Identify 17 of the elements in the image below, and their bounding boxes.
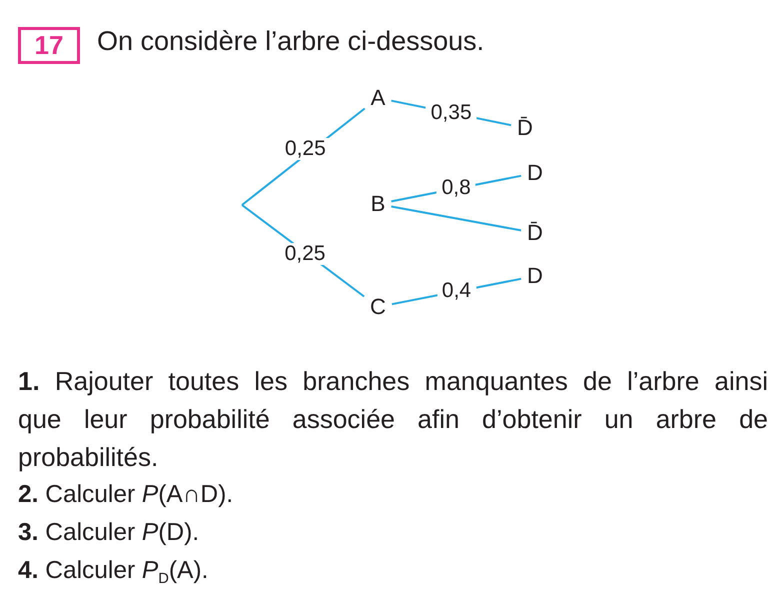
exercise-number-box: 17: [18, 27, 80, 64]
tree-node-label: D: [521, 261, 549, 291]
tree-node-label: D̄: [521, 218, 549, 248]
tree-node-label: B: [364, 189, 392, 219]
tree-node-label: A: [364, 83, 392, 113]
probability-label: 0,35: [426, 102, 477, 124]
question-text: 4. Calculer P$_{D}$(A).: [18, 556, 210, 590]
tree-node-label: D̄: [511, 113, 539, 143]
tree-node-label: D: [521, 158, 549, 188]
question-text: 1. Rajouter toutes les branches manquantes de l’arbre ainsi que leur probabilité associée afin d’obtenir un arbre de probabilités.: [18, 365, 768, 474]
probability-label: 0,8: [436, 176, 476, 199]
tree-node-label: C: [364, 292, 392, 322]
question-text: 2. Calculer P(A∩D).: [18, 480, 234, 510]
tree-branch: [391, 206, 522, 232]
probability-label: 0,4: [436, 280, 476, 302]
question-text: 3. Calculer P(D).: [18, 518, 200, 548]
heading: On considère l’arbre ci-dessous.: [97, 26, 484, 57]
